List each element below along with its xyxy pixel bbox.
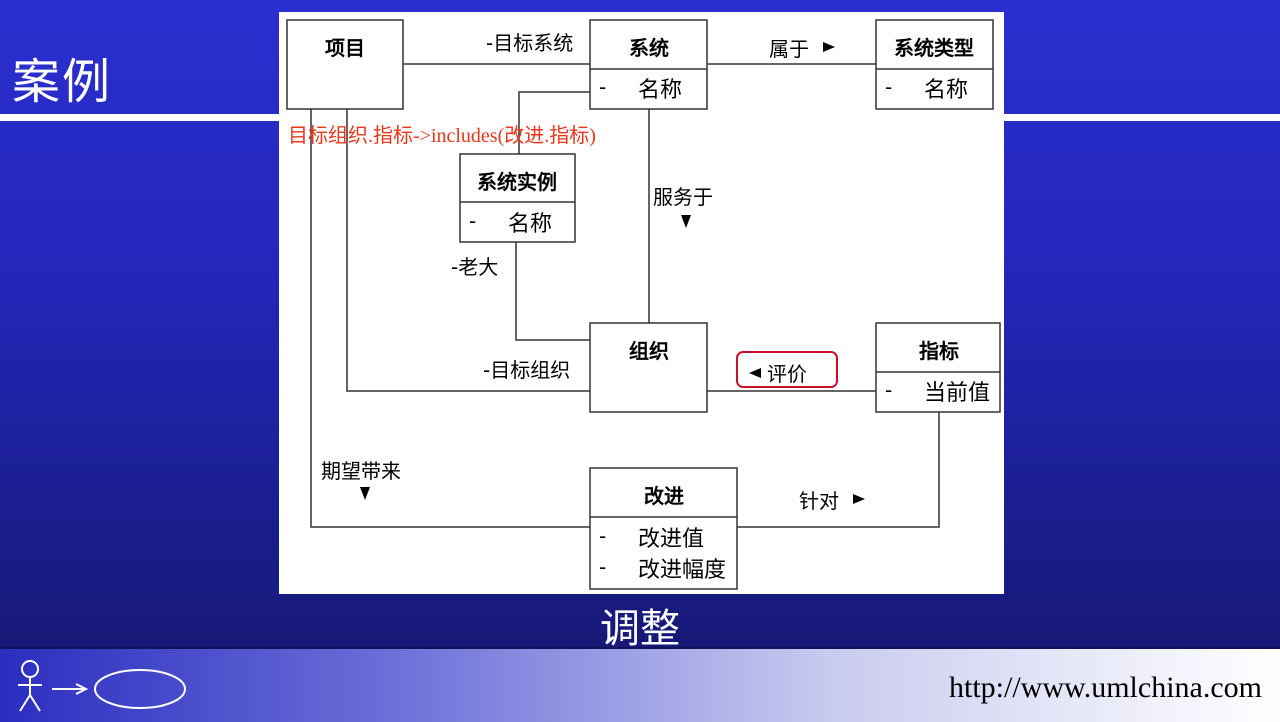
class-indicator: 指标 - 当前值 <box>875 322 1001 413</box>
class-name: 系统类型 <box>894 36 974 60</box>
class-system: 系统 - 名称 <box>589 19 708 110</box>
class-system-instance: 系统实例 - 名称 <box>459 153 576 243</box>
attribute: 名称 <box>924 78 968 103</box>
attribute: 当前值 <box>924 381 990 406</box>
class-system-type: 系统类型 - 名称 <box>875 19 994 110</box>
attribute-marker: - <box>469 209 476 233</box>
label-boss: -老大 <box>451 255 498 279</box>
direction-arrow-right-icon <box>853 494 865 504</box>
label-evaluate: 评价 <box>767 362 807 386</box>
class-name: 系统 <box>629 36 669 60</box>
attribute-marker: - <box>599 555 606 579</box>
attribute: 名称 <box>508 212 552 237</box>
assoc-instance-org <box>515 242 590 341</box>
assoc-project-org <box>346 109 590 392</box>
attribute: 改进值 <box>638 527 704 552</box>
class-name: 指标 <box>919 339 959 363</box>
slide-title: 案例 <box>12 54 113 110</box>
direction-arrow-down-icon <box>360 487 370 500</box>
attribute-marker: - <box>885 378 892 402</box>
label-target-system: -目标系统 <box>486 31 573 55</box>
label-expected: 期望带来 <box>321 459 401 483</box>
attribute: 名称 <box>638 78 682 103</box>
direction-arrow-down-icon <box>681 215 691 228</box>
class-organization: 组织 <box>589 322 708 413</box>
attribute-marker: - <box>599 75 606 99</box>
footer-url[interactable]: http://www.umlchina.com <box>948 671 1262 704</box>
label-belongs-to: 属于 <box>769 37 809 61</box>
class-name: 系统实例 <box>477 170 557 194</box>
assoc-system-instance <box>518 91 590 154</box>
label-target-org: -目标组织 <box>483 358 570 382</box>
ocl-constraint: 目标组织.指标->includes(改进.指标) <box>288 124 596 147</box>
umlchina-logo-icon <box>18 660 186 712</box>
direction-arrow-right-icon <box>823 42 835 52</box>
class-name: 组织 <box>629 339 669 363</box>
class-name: 项目 <box>325 36 365 60</box>
attribute: 改进幅度 <box>638 558 726 583</box>
slide-caption: 调整 <box>600 606 680 652</box>
evaluate-highlight-box <box>736 351 838 388</box>
assoc-project-improvement <box>310 109 590 528</box>
assoc-improvement-indicator <box>737 412 940 528</box>
attribute-marker: - <box>885 75 892 99</box>
class-project: 项目 <box>286 19 404 110</box>
class-diagram: 项目 系统 - 名称 系统类型 - 名称 系统实例 - 名称 <box>279 12 1004 594</box>
direction-arrow-left-icon <box>749 368 761 378</box>
label-targets: 针对 <box>799 489 839 513</box>
class-improvement: 改进 - 改进值 - 改进幅度 <box>589 467 738 590</box>
class-name: 改进 <box>644 484 684 508</box>
label-serves: 服务于 <box>653 185 713 209</box>
attribute-marker: - <box>599 524 606 548</box>
footer-bar: http://www.umlchina.com <box>0 647 1280 722</box>
